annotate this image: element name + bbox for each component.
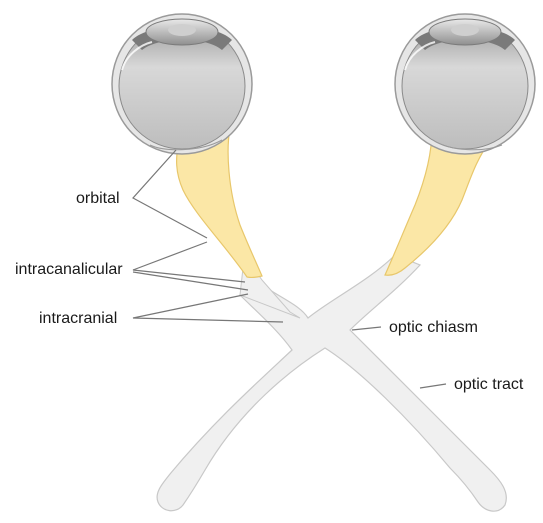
optic-tract-label: optic tract [454,376,523,394]
optic-tract-leader-line [420,384,446,388]
left-eyeball [112,14,252,154]
optic-chiasm-label: optic chiasm [389,319,478,337]
right-eyeball [395,14,535,154]
left-optic-nerve [177,128,300,318]
intracranial-label: intracranial [39,310,117,328]
orbital-label: orbital [76,190,120,208]
intracanalicular-label: intracanalicular [15,261,123,279]
optic-chiasm-leader-line [352,327,381,330]
